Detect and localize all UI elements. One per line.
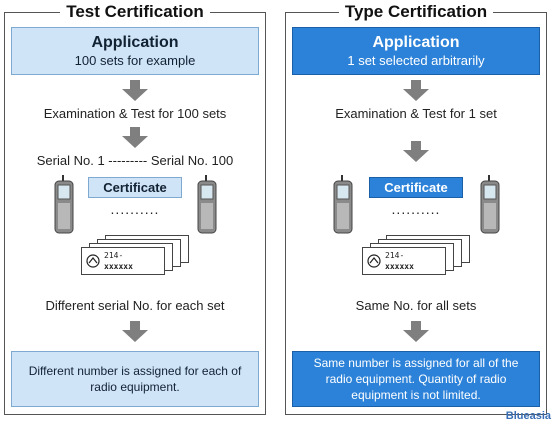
down-arrow-icon	[403, 321, 429, 342]
examination-step: Examination & Test for 100 sets	[43, 106, 227, 121]
down-arrow-icon	[403, 80, 429, 101]
type-certification-panel: Type Certification Application 1 set sel…	[285, 2, 547, 415]
certificate-badge: Certificate	[88, 177, 182, 198]
ellipsis-dots: ..........	[391, 201, 441, 217]
application-box: Application 100 sets for example	[11, 27, 259, 75]
application-title: Application	[372, 34, 460, 51]
label-code: xxxxxx	[104, 262, 133, 271]
conclusion-box: Different number is assigned for each of…	[11, 351, 259, 407]
phone-icon	[54, 175, 74, 234]
label-code: xxxxxx	[385, 262, 414, 271]
panel-title: Type Certification	[338, 2, 494, 21]
conclusion-text: Same number is assigned for all of the r…	[313, 356, 519, 402]
label-number: 214-	[385, 251, 405, 260]
application-subtitle: 100 sets for example	[74, 53, 196, 68]
phone-icon	[333, 175, 353, 234]
conclusion-box: Same number is assigned for all of the r…	[292, 351, 540, 407]
test-certification-panel: Test Certification Application 100 sets …	[4, 2, 266, 415]
serial-labels: 214- xxxxxx	[362, 235, 472, 275]
examination-step: Examination & Test for 1 set	[335, 106, 497, 121]
certification-mark-icon	[367, 254, 381, 268]
label-number: 214-	[104, 251, 124, 260]
down-arrow-icon	[122, 80, 148, 101]
application-subtitle: 1 set selected arbitrarily	[347, 53, 485, 68]
result-text: Different serial No. for each set	[45, 298, 225, 313]
watermark-logo: Blueasia	[505, 410, 551, 422]
application-box: Application 1 set selected arbitrarily	[292, 27, 540, 75]
ellipsis-dots: ..........	[110, 201, 160, 217]
down-arrow-icon	[122, 321, 148, 342]
phone-icon	[197, 175, 217, 234]
certification-mark-icon	[86, 254, 100, 268]
conclusion-text: Different number is assigned for each of…	[28, 364, 242, 394]
panel-title: Test Certification	[60, 2, 210, 21]
serial-labels: 214- xxxxxx	[81, 235, 191, 275]
application-title: Application	[91, 34, 179, 51]
certificate-badge: Certificate	[369, 177, 463, 198]
down-arrow-icon	[122, 127, 148, 148]
serial-range: Serial No. 1 --------- Serial No. 100	[36, 153, 234, 168]
phone-icon	[480, 175, 500, 234]
result-text: Same No. for all sets	[355, 298, 477, 313]
down-arrow-icon	[403, 141, 429, 162]
